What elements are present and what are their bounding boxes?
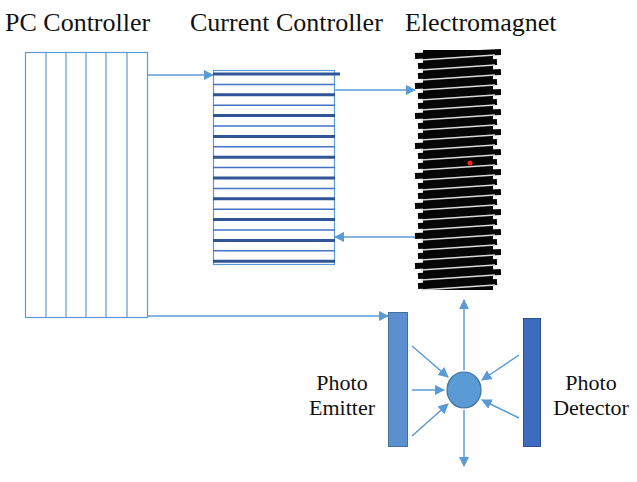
box-outline [214, 71, 335, 265]
ray-arrow [463, 300, 465, 370]
coil-highlight [421, 65, 495, 70]
winding-line [213, 84, 335, 86]
panel-line [126, 52, 127, 318]
ray-arrow [463, 410, 465, 466]
photo-detector: Photo Detector [523, 318, 541, 447]
coil-highlight [421, 95, 495, 100]
winding-line [213, 250, 335, 252]
coil-highlight [421, 145, 495, 150]
current-controller-shape [213, 70, 335, 265]
winding-line [213, 260, 335, 263]
coil-highlight [421, 135, 495, 140]
signal-arrow [335, 89, 415, 91]
node-label: Photo Detector [550, 370, 632, 421]
winding-line [213, 218, 335, 221]
coil-highlight [421, 125, 495, 130]
detector-bar [524, 319, 541, 447]
winding-line [213, 177, 335, 180]
coil-highlight [421, 245, 495, 250]
winding-line [213, 146, 335, 148]
coil-highlight [421, 285, 495, 290]
coil-highlight [421, 235, 495, 240]
winding-line [213, 229, 335, 231]
panel-line [45, 52, 46, 318]
winding-line [213, 167, 335, 169]
signal-arrow [335, 236, 415, 238]
levitated-ball [447, 372, 481, 408]
ray-arrow [412, 404, 448, 436]
coil-highlight [421, 75, 495, 80]
signal-arrow [148, 74, 213, 76]
coil-highlight [421, 115, 495, 120]
winding-line [213, 135, 335, 138]
node-label: Current Controller [190, 8, 312, 38]
ray-arrow [412, 346, 448, 377]
ray-arrow [412, 389, 444, 391]
coil-highlight [421, 255, 495, 260]
winding-line [213, 125, 335, 127]
ray-arrow [482, 400, 519, 418]
winding-line [213, 208, 335, 210]
ray-arrow [482, 355, 519, 380]
winding-line [213, 156, 335, 159]
electromagnet-shape [415, 48, 503, 292]
coil-highlight [421, 265, 495, 270]
panel-line [65, 52, 66, 318]
winding-line [213, 114, 335, 117]
winding-line [213, 239, 335, 242]
coil-highlight [421, 85, 495, 90]
coil-highlight [421, 165, 495, 170]
coil-highlight [421, 175, 495, 180]
winding-line [213, 197, 335, 200]
node-label: Electromagnet [405, 8, 493, 38]
winding-line [213, 104, 335, 106]
node-label: PC Controller [5, 8, 128, 38]
winding-line [213, 188, 335, 190]
photo-detector-shape [523, 318, 541, 447]
coil-highlight [421, 155, 495, 160]
winding-line [213, 73, 340, 76]
node-label: Photo Emitter [302, 370, 382, 421]
center-dot [468, 161, 473, 166]
photo-emitter-shape [388, 312, 408, 447]
light-rays [412, 300, 519, 466]
pc-controller: PC Controller [25, 52, 148, 318]
current-controller: Current Controller [213, 70, 335, 265]
electromagnet: Electromagnet [415, 48, 503, 292]
coil-highlight [421, 275, 495, 280]
coil-highlight [421, 105, 495, 110]
coil-highlight [421, 55, 495, 60]
photo-emitter: Photo Emitter [388, 312, 408, 447]
coil-highlight [421, 215, 495, 220]
signal-arrow [148, 315, 388, 317]
coil-highlight [421, 205, 495, 210]
panel-line [105, 52, 106, 318]
panel-line [85, 52, 86, 318]
coil-highlight [421, 185, 495, 190]
coil-highlight [421, 195, 495, 200]
pc-controller-shape [25, 52, 148, 318]
winding-line [213, 93, 335, 96]
box-outline [26, 53, 148, 318]
coil-highlight [421, 225, 495, 230]
emitter-bar [389, 313, 408, 447]
